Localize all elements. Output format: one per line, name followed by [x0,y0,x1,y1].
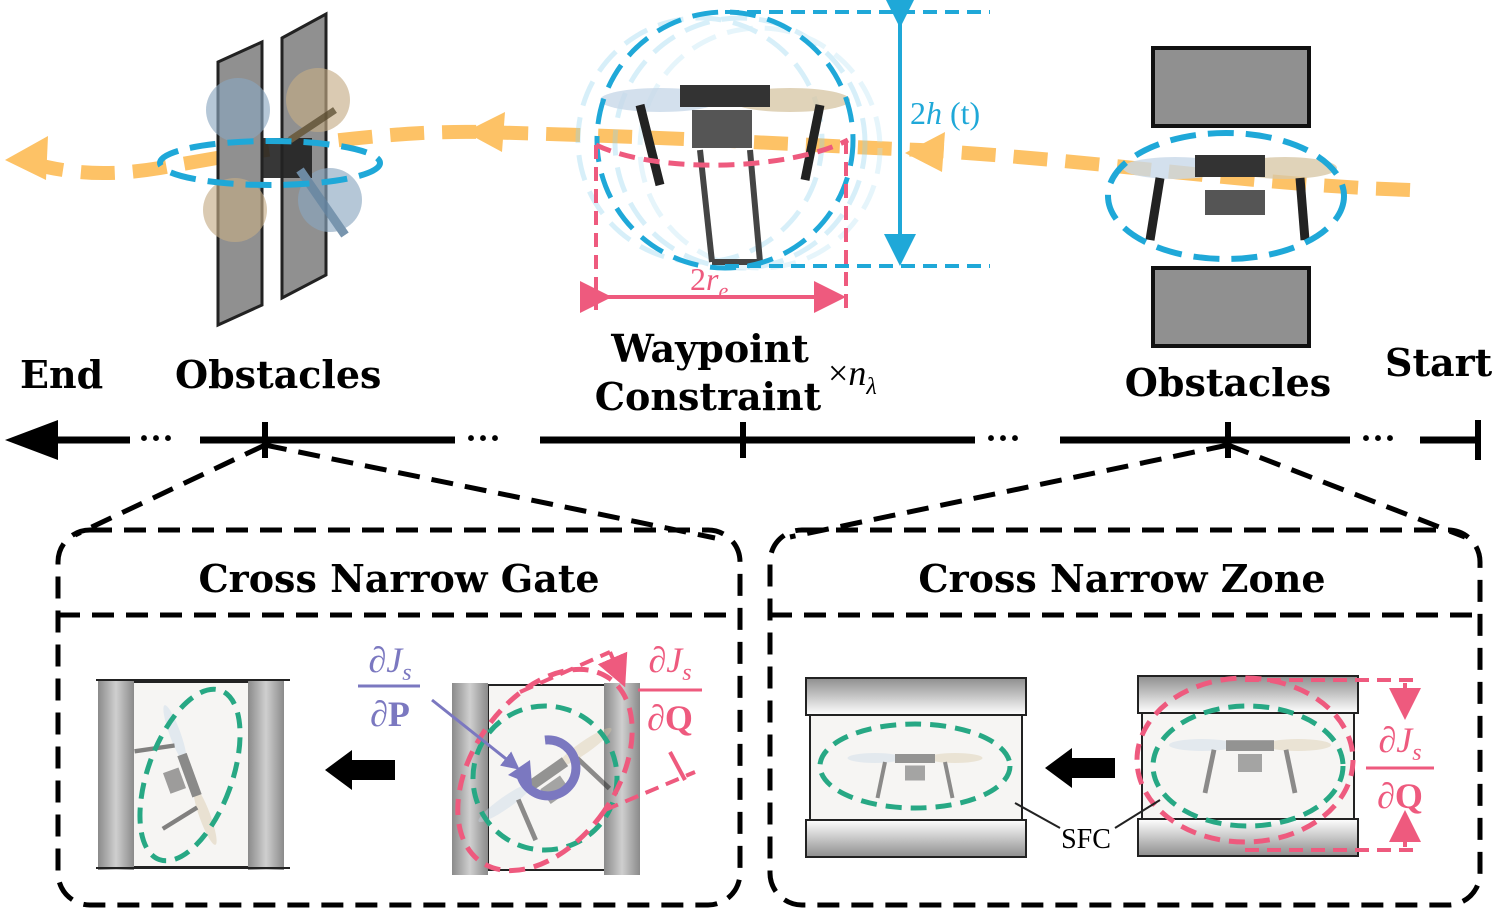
zoom-line-right-b [1227,442,1466,540]
radius-label: 2re [690,261,728,303]
zone-panel-title: Cross Narrow Zone [918,556,1325,601]
pink-radius-arc [594,137,850,168]
svg-text:∂Q: ∂Q [1377,776,1423,816]
zone-scene-before [1134,675,1359,857]
waypoint-label-line1: Waypoint [610,326,809,371]
svg-text:∂Js: ∂Js [1378,720,1421,766]
right-obstacle-bottom [1151,266,1311,348]
timeline-dots-4: ··· [1360,418,1396,458]
svg-text:∂Q: ∂Q [647,698,693,738]
obstacles-left-label: Obstacles [175,352,381,397]
gate-panel [55,527,743,908]
obstacles-right-label: Obstacles [1125,360,1331,405]
zoom-line-right-a [789,442,1229,540]
timeline-dots-1: ··· [138,418,174,458]
arrow-left-icon [325,750,395,790]
timeline-axis [5,420,1481,460]
trajectory-arrowhead-left [5,136,48,180]
zoom-line-left-b [264,442,716,541]
waypoint-drone [600,85,850,265]
svg-text:∂Js: ∂Js [648,640,691,686]
pink-dim-guide-b [604,770,696,812]
purple-pointer-arrow [431,698,520,770]
zone-scene-after [805,677,1027,858]
zone-panel [767,527,1483,908]
pink-dim-tick-a [597,651,628,688]
multiplier-label: ×nλ [828,353,877,400]
waypoint-label-line2: Constraint [595,374,822,419]
cyan-envelope-zone [1105,130,1347,262]
waypoint-drone-ghosts [575,15,883,271]
grad-dQ-fraction-gate: ∂Js ∂Q [638,640,702,738]
pink-dim-tick-b [668,751,687,781]
svg-text:∂P: ∂P [370,694,410,734]
pink-dim-guide-a [519,650,611,694]
rotate-arrow-icon [508,735,581,801]
arrow-left-icon [1045,748,1115,788]
sfc-pointer-left [1014,802,1061,829]
grad-dQ-fraction-zone: ∂Js ∂Q [1366,720,1434,816]
gate-scene-after [96,679,290,870]
gate-panel-title: Cross Narrow Gate [198,556,599,601]
cyan-envelope-gate [157,138,383,188]
trajectory-arrowhead-mid [465,112,505,152]
timeline-dots-3: ··· [985,418,1021,458]
sfc-label: SFC [1061,824,1111,855]
trajectory-arrowhead-right [905,132,945,172]
drone-icon [203,68,362,242]
zoom-line-left-a [73,442,267,538]
timeline-dots-2: ··· [465,418,501,458]
start-label: Start [1385,340,1493,385]
end-label: End [20,352,103,397]
height-label: 2h (t) [910,95,980,131]
right-obstacle-top [1151,46,1311,128]
grad-dP-fraction: ∂Js ∂P [358,640,420,734]
gate-scene-before [452,666,668,875]
zone-drone [1123,155,1337,241]
sfc-pointer-right [1114,799,1161,829]
svg-text:∂Js: ∂Js [368,640,411,686]
